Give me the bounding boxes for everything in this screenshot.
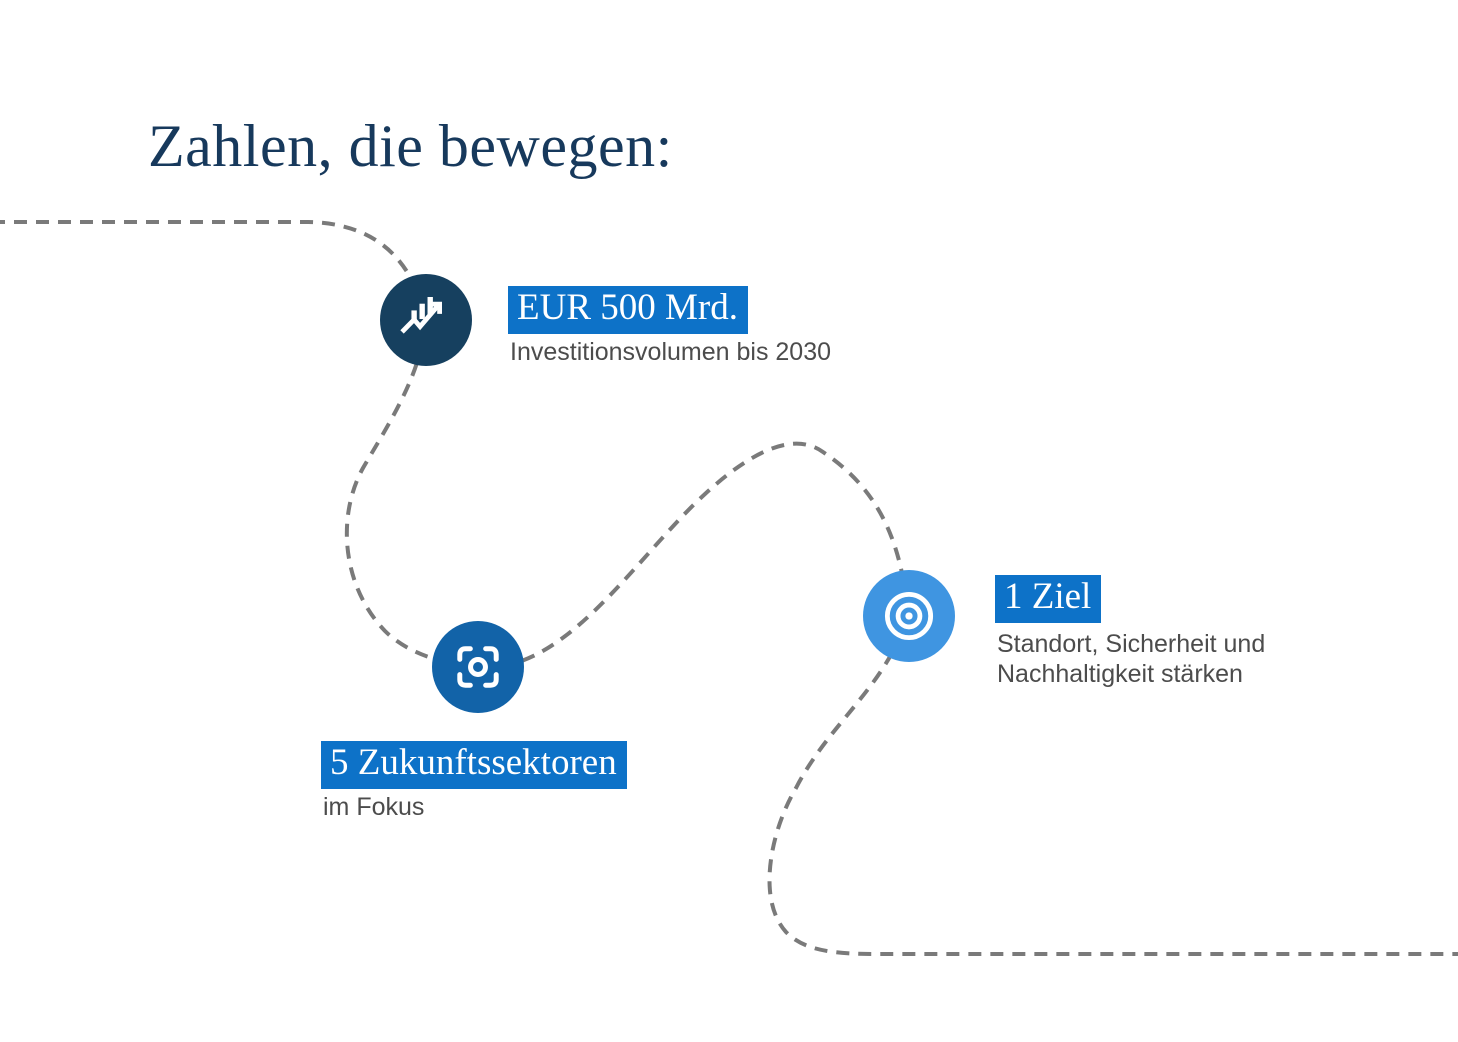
milestone-sectors-label: 5 Zukunftssektoren — [321, 741, 627, 789]
milestone-sectors-circle — [432, 621, 524, 713]
milestone-sectors-subtitle: im Fokus — [323, 793, 425, 821]
milestone-investment-circle — [380, 274, 472, 366]
milestone-goal-circle — [863, 570, 955, 662]
milestone-goal-label: 1 Ziel — [995, 575, 1102, 623]
milestone-investment-subtitle: Investitionsvolumen bis 2030 — [510, 338, 832, 366]
milestone-goal-subtitle: Standort, Sicherheit und Nachhaltigkeit … — [997, 630, 1266, 688]
target-icon — [884, 591, 934, 641]
focus-frame-icon — [457, 646, 499, 688]
milestone-investment-label: EUR 500 Mrd. — [508, 286, 748, 334]
dashed-route-line — [0, 220, 1458, 957]
page-title: Zahlen, die bewegen: — [148, 113, 673, 179]
chart-growth-icon — [400, 297, 443, 334]
